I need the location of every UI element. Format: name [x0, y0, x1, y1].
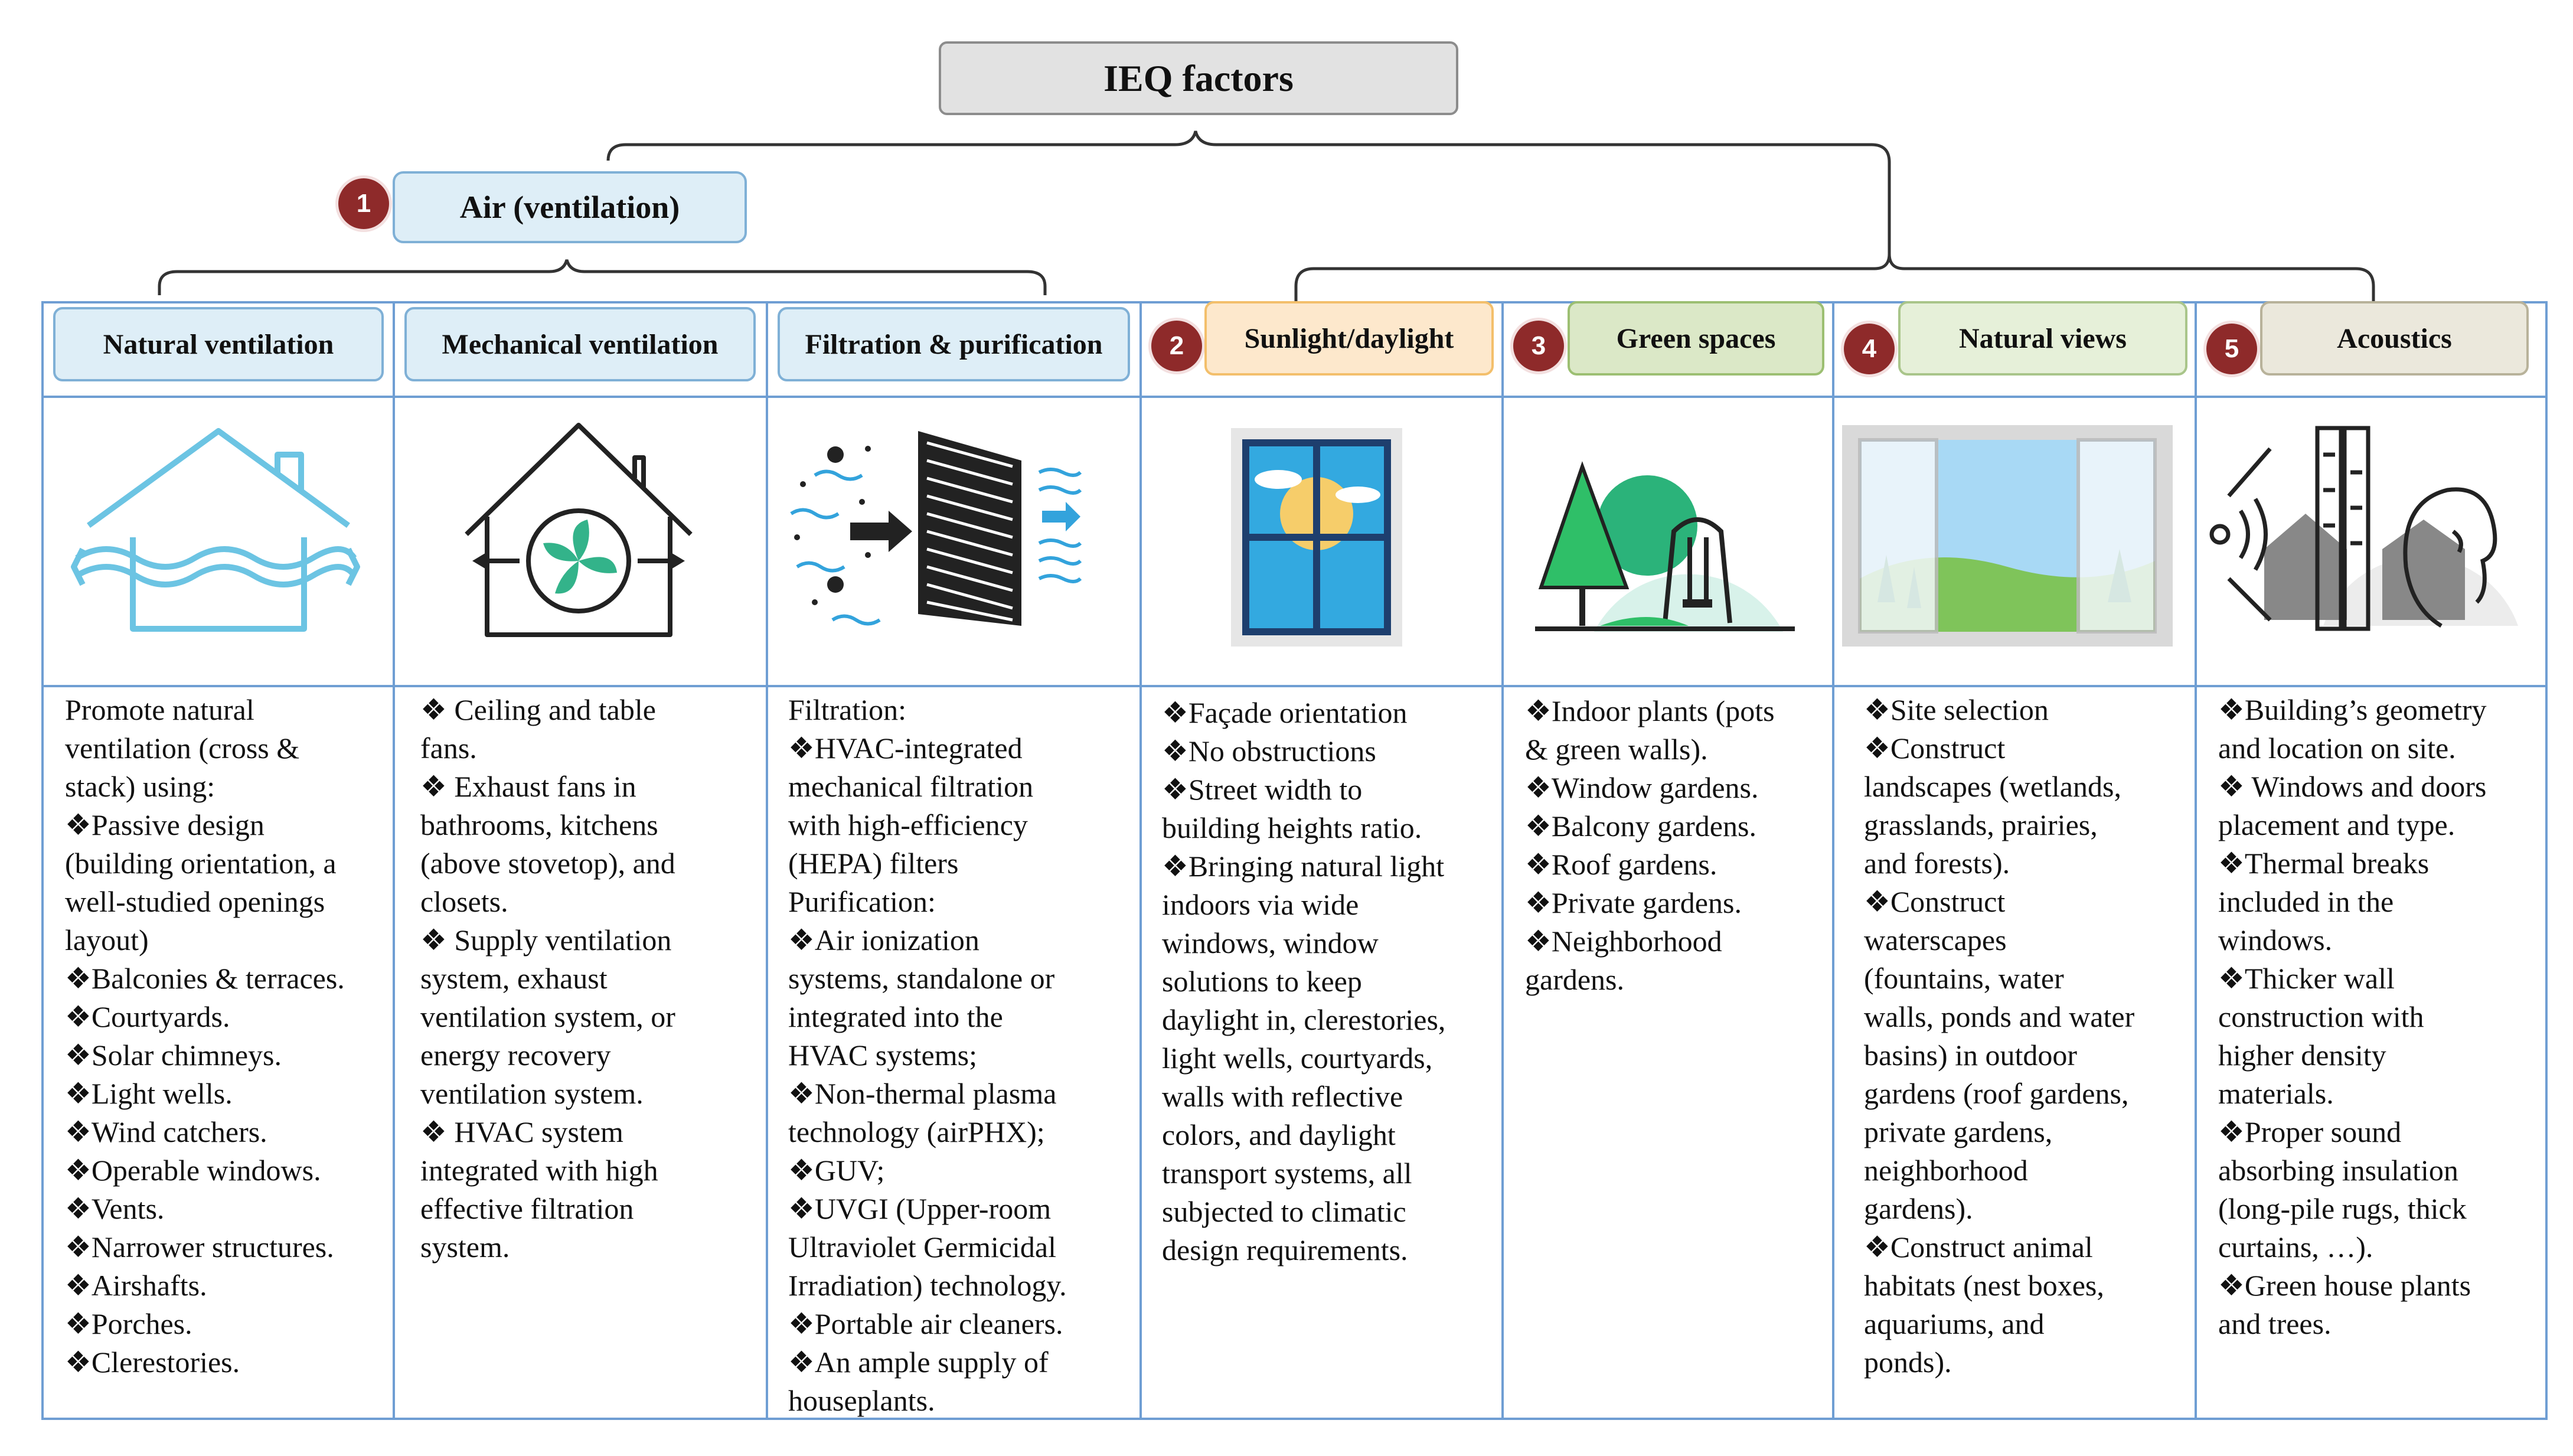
- divider: [393, 301, 395, 1420]
- divider: [1832, 301, 1834, 1420]
- header-green-spaces: Green spaces: [1568, 301, 1824, 376]
- number-badge: 5: [2206, 324, 2257, 374]
- header-mechanical-ventilation: Mechanical ventilation: [404, 307, 756, 381]
- header-natural-ventilation: Natural ventilation: [53, 307, 384, 381]
- green-spaces-text: ❖Indoor plants (pots & green walls). ❖Wi…: [1525, 694, 1775, 996]
- header-sunlight-daylight: Sunlight/daylight: [1204, 301, 1494, 376]
- number-badge: 3: [1513, 321, 1564, 371]
- air-filter-icon: [790, 431, 1082, 626]
- divider: [41, 396, 2548, 398]
- divider: [2195, 301, 2197, 1420]
- header-natural-views: Natural views: [1898, 301, 2187, 376]
- sound-wall-person-icon: [2209, 426, 2518, 631]
- mechanical-ventilation-text: ❖ Ceiling and table fans. ❖ Exhaust fans…: [420, 693, 675, 1264]
- sun-window-icon: [1231, 428, 1402, 647]
- filtration-purification-text: Filtration: ❖HVAC-integrated mechanical …: [788, 693, 1067, 1417]
- house-wave-icon: [71, 428, 360, 632]
- number-badge: 4: [1844, 324, 1895, 374]
- house-fan-icon: [465, 423, 693, 637]
- number-badge: 2: [1151, 321, 1202, 371]
- air-ventilation-header: Air (ventilation): [393, 171, 747, 243]
- divider: [766, 301, 768, 1420]
- sunlight-daylight-text: ❖Façade orientation ❖No obstructions ❖St…: [1162, 696, 1446, 1266]
- natural-ventilation-text: Promote natural ventilation (cross & sta…: [65, 693, 345, 1379]
- divider: [41, 685, 2548, 687]
- divider: [1501, 301, 1504, 1420]
- header-filtration-purification: Filtration & purification: [778, 307, 1130, 381]
- ieq-factors-title: IEQ factors: [939, 41, 1458, 115]
- tree-swing-icon: [1535, 461, 1795, 632]
- divider: [1139, 301, 1142, 1420]
- number-badge: 1: [338, 178, 389, 229]
- header-acoustics: Acoustics: [2260, 301, 2529, 376]
- acoustics-text: ❖Building’s geometry and location on sit…: [2218, 693, 2487, 1340]
- open-window-view-icon: [1842, 425, 2173, 647]
- natural-views-text: ❖Site selection ❖Construct landscapes (w…: [1864, 693, 2135, 1379]
